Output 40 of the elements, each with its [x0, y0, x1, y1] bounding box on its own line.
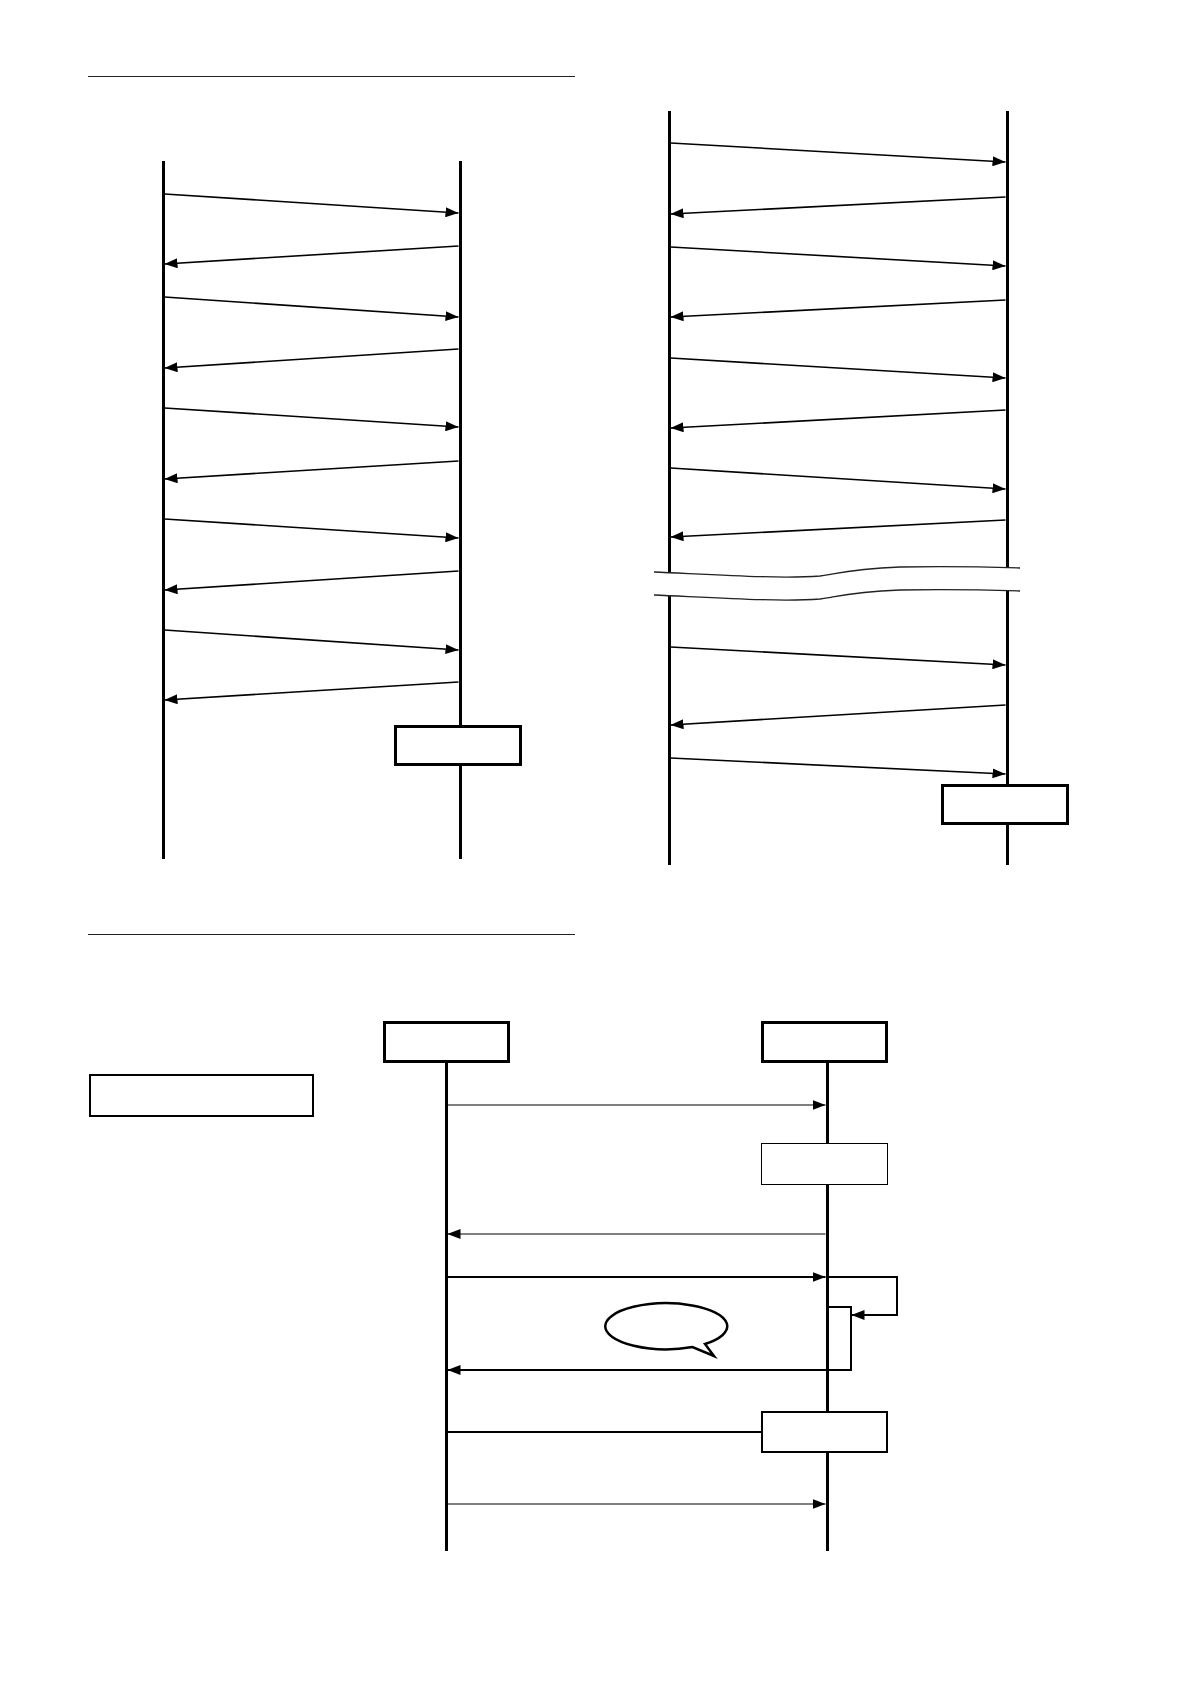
message-arrow	[163, 245, 460, 269]
message-arrow	[669, 246, 1007, 271]
message-arrow	[669, 357, 1007, 383]
message-arrow	[669, 299, 1007, 322]
blank-box	[761, 1411, 888, 1453]
blank-box	[89, 1074, 314, 1117]
lifeline	[667, 111, 671, 865]
participant-box	[761, 1021, 888, 1063]
message-arrow	[446, 1272, 827, 1282]
message-arrow	[669, 704, 1007, 730]
lifeline	[444, 1063, 448, 1551]
blank-box	[941, 784, 1069, 825]
message-arrow	[163, 193, 460, 218]
lifeline	[161, 161, 165, 859]
message-arrow	[163, 296, 460, 322]
blank-box	[761, 1143, 888, 1185]
message-arrow	[163, 348, 460, 373]
message-arrow	[163, 518, 460, 543]
message-arrow	[669, 196, 1007, 219]
connector-line	[446, 1431, 762, 1433]
message-arrow	[669, 646, 1007, 670]
activation-bar	[828, 1306, 852, 1371]
message-arrow	[163, 570, 460, 595]
message-arrow	[163, 629, 460, 655]
message-arrow	[669, 409, 1007, 433]
lifeline	[1005, 111, 1009, 865]
message-arrow	[446, 1100, 827, 1110]
message-arrow	[163, 460, 460, 484]
message-arrow	[163, 407, 460, 432]
message-arrow	[163, 681, 460, 705]
message-arrow	[669, 519, 1007, 542]
self-message-arrow	[827, 1276, 898, 1320]
message-arrow	[669, 757, 1007, 779]
message-arrow	[669, 467, 1007, 494]
message-arrow	[669, 142, 1007, 167]
message-arrow	[446, 1229, 827, 1239]
participant-box	[383, 1021, 510, 1063]
lifeline	[458, 161, 462, 859]
message-arrow	[446, 1499, 827, 1509]
blank-box	[394, 725, 522, 766]
